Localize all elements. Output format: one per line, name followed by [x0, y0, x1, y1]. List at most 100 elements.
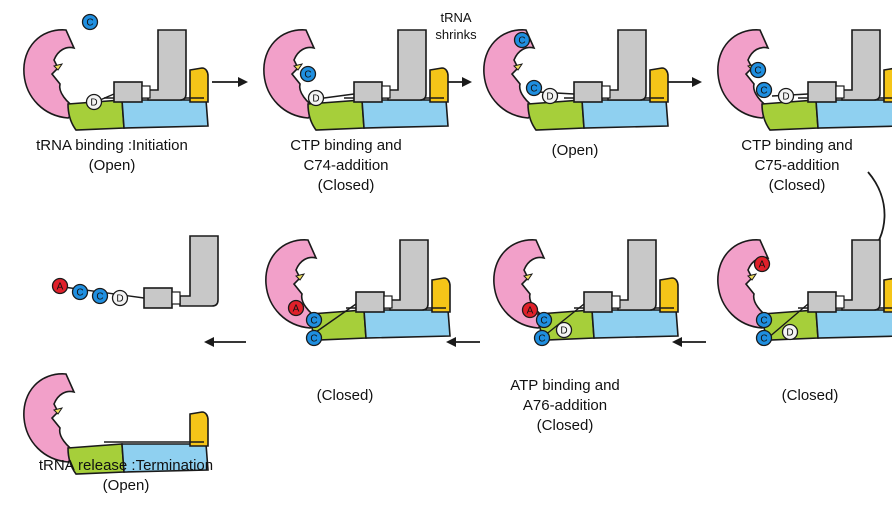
nucleotide-d: D [85, 93, 103, 111]
trna-molecule [353, 29, 427, 103]
free-ctp-letter: C [86, 18, 93, 29]
stage-s3: DCC [483, 29, 669, 131]
stage-s5: D CC A [717, 239, 892, 347]
yellow-domain [649, 67, 669, 103]
caption-s2-line-2: (Closed) [318, 177, 375, 194]
caption-s6-line-0: ATP binding and [510, 377, 620, 394]
caption-s4-line-1: C75-addition [754, 157, 839, 174]
bound-ctp-letter: C [754, 66, 761, 77]
c74-letter: C [310, 334, 317, 345]
nucleotide-d: D [555, 321, 573, 339]
c75: C [755, 329, 773, 347]
green-domain [67, 99, 125, 131]
c75: C [305, 311, 323, 329]
nucleotide-d: D [777, 87, 795, 105]
stage-s4: D CC [717, 29, 892, 131]
yellow-domain [883, 277, 892, 313]
c75: C [71, 283, 89, 301]
c74-letter: C [530, 84, 537, 95]
c74-letter: C [96, 292, 103, 303]
blue-domain [363, 309, 451, 339]
free-ctp-letter: C [518, 36, 525, 47]
nucleotide-d: D [307, 89, 325, 107]
green-domain [307, 99, 365, 131]
bound-ctp: C [299, 65, 317, 83]
a76-letter: A [57, 282, 64, 293]
green-domain [761, 99, 819, 131]
caption-s8-line-0: tRNA release :Termination [39, 457, 213, 474]
caption-s6-line-2: (Closed) [537, 417, 594, 434]
free-atp-letter: A [759, 260, 766, 271]
shrink-label-line-1: shrinks [435, 27, 477, 42]
trna-molecule [113, 29, 187, 103]
trna-molecule [355, 239, 429, 313]
bound-ctp: C [749, 61, 767, 79]
bound-ctp-letter: C [304, 70, 311, 81]
caption-s1-line-0: tRNA binding :Initiation [36, 137, 188, 154]
trna-molecule [807, 239, 881, 313]
caption-s5-line-0: (Closed) [782, 387, 839, 404]
yellow-domain [189, 67, 209, 103]
c75-letter: C [538, 334, 545, 345]
released-trna: A C C D [51, 235, 219, 309]
c75-letter: C [760, 334, 767, 345]
yellow-domain [189, 411, 209, 447]
caption-s8-line-1: (Open) [103, 477, 150, 494]
nucleotide-d: D [541, 87, 559, 105]
blue-domain [591, 309, 679, 339]
c75: C [533, 329, 551, 347]
a76: A [287, 299, 305, 317]
nucleotide-d-letter: D [782, 92, 789, 103]
green-domain [67, 443, 125, 475]
nucleotide-d-letter: D [560, 326, 567, 337]
nucleotide-d-letter: D [786, 328, 793, 339]
shrink-label-line-0: tRNA [440, 10, 471, 25]
c74: C [305, 329, 323, 347]
yellow-domain [659, 277, 679, 313]
nucleotide-d-letter: D [546, 92, 553, 103]
caption-s1-line-1: (Open) [89, 157, 136, 174]
free-ctp: C [81, 13, 99, 31]
c74-letter: C [760, 86, 767, 97]
blue-domain [121, 443, 209, 473]
c74: C [525, 79, 543, 97]
blue-domain [361, 99, 449, 129]
caption-s4-line-0: CTP binding and [741, 137, 852, 154]
a76-letter: A [293, 304, 300, 315]
trna-molecule [583, 239, 657, 313]
nucleotide-d: D [111, 289, 129, 307]
c74-letter: C [760, 316, 767, 327]
green-domain [527, 99, 585, 131]
blue-domain [815, 309, 892, 339]
blue-domain [815, 99, 892, 129]
free-ctp: C [513, 31, 531, 49]
nucleotide-d-letter: D [90, 98, 97, 109]
c75-letter: C [76, 288, 83, 299]
trna-molecule [807, 29, 881, 103]
trna-molecule [573, 29, 647, 103]
caption-s3-line-0: (Open) [552, 142, 599, 159]
c74-letter: C [540, 316, 547, 327]
stage-s2: DC [263, 29, 449, 131]
caption-s7-line-0: (Closed) [317, 387, 374, 404]
nucleotide-d-letter: D [116, 294, 123, 305]
caption-s2-line-0: CTP binding and [290, 137, 401, 154]
blue-domain [121, 99, 209, 129]
bound-atp: A [521, 301, 539, 319]
c74: C [91, 287, 109, 305]
nucleotide-d: D [781, 323, 799, 341]
caption-s2-line-1: C74-addition [303, 157, 388, 174]
blue-domain [581, 99, 669, 129]
free-atp: A [753, 255, 771, 273]
c74: C [535, 311, 553, 329]
yellow-domain [431, 277, 451, 313]
c74: C [755, 81, 773, 99]
stage-s8 [23, 373, 209, 475]
c75-letter: C [310, 316, 317, 327]
stage-s7: ACC [265, 239, 451, 347]
caption-s6-line-1: A76-addition [523, 397, 607, 414]
a76: A [51, 277, 69, 295]
nucleotide-d-letter: D [312, 94, 319, 105]
